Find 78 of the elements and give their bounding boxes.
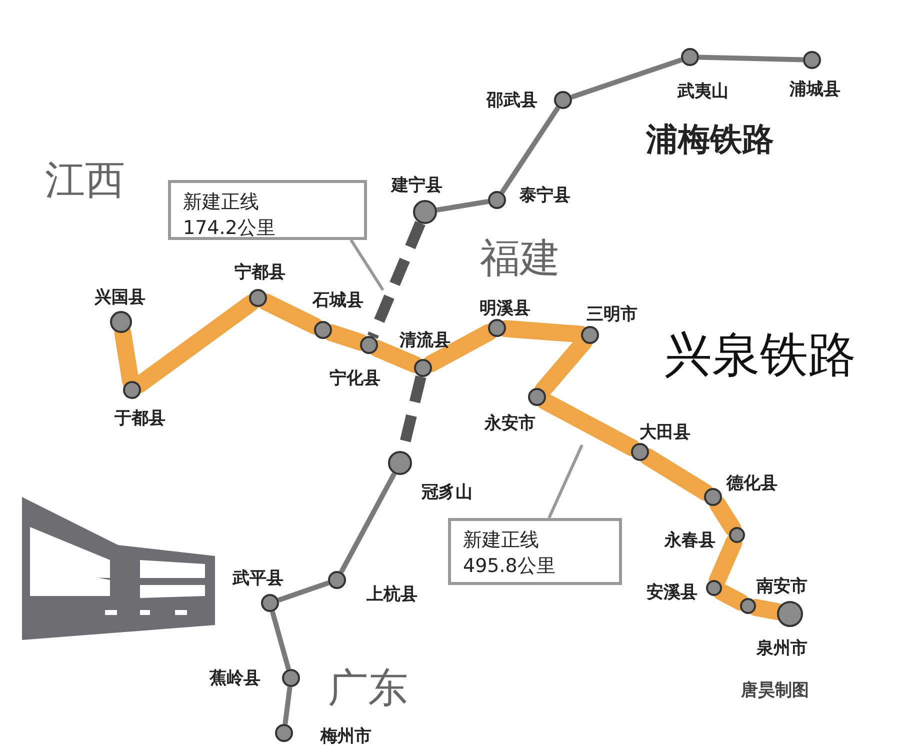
- station-label: 永春县: [664, 530, 716, 552]
- station-label: 清流县: [400, 330, 450, 352]
- station-label: 武平县: [232, 568, 284, 590]
- station-dot: [413, 200, 437, 224]
- railway-line: [368, 340, 424, 373]
- station-dot: [110, 311, 132, 333]
- leader-line: [350, 239, 384, 291]
- railway-line: [258, 293, 324, 335]
- station-label: 兴国县: [94, 286, 146, 308]
- station-dot: [803, 51, 821, 69]
- railway-line: [323, 324, 369, 351]
- station-label: 于都县: [114, 408, 166, 430]
- credit-text: 唐昊制图: [741, 680, 809, 702]
- railway-name: 兴泉铁路: [664, 326, 856, 385]
- station-dot: [275, 724, 293, 742]
- railway-line: [436, 199, 489, 212]
- callout-text: 新建正线: [463, 528, 540, 553]
- station-dot: [729, 527, 745, 543]
- station-dot: [681, 48, 699, 66]
- new-railway-line: [367, 220, 426, 339]
- leader-line: [548, 444, 584, 519]
- station-label: 邵武县: [486, 90, 538, 112]
- station-label: 南安市: [756, 576, 808, 598]
- railway-line: [712, 583, 750, 611]
- station-dot: [777, 601, 803, 627]
- station-label: 永安市: [484, 412, 536, 434]
- station-label: 宁化县: [330, 368, 380, 390]
- station-dot: [581, 326, 599, 344]
- station-label: 三明市: [586, 304, 638, 326]
- callout-text: 495.8公里: [463, 554, 556, 579]
- station-label: 大田县: [640, 422, 690, 444]
- province-name: 江西: [45, 156, 125, 206]
- railway-line: [570, 58, 682, 100]
- railway-line: [709, 496, 742, 537]
- station-label: 宁都县: [234, 262, 286, 284]
- station-dot: [706, 580, 722, 596]
- station-label: 浦城县: [790, 78, 840, 100]
- station-label: 蕉岭县: [210, 668, 260, 690]
- province-name: 广东: [328, 664, 408, 714]
- station-dot: [249, 289, 267, 307]
- railway-line: [639, 448, 714, 501]
- province-name: 福建: [480, 234, 560, 284]
- station-label: 明溪县: [480, 298, 530, 320]
- station-label: 武夷山: [678, 80, 728, 102]
- station-label: 石城县: [312, 290, 364, 312]
- railway-line: [339, 472, 397, 574]
- station-dot: [488, 191, 506, 209]
- railway-line: [270, 611, 291, 670]
- station-dot: [554, 91, 572, 109]
- station-dot: [328, 571, 346, 589]
- station-label: 德化县: [726, 472, 778, 494]
- station-dot: [388, 451, 412, 475]
- station-label: 泰宁县: [520, 184, 570, 206]
- station-label: 梅州市: [320, 726, 372, 748]
- railway-line: [422, 324, 498, 372]
- callout-text: 174.2公里: [183, 216, 276, 241]
- callout-box: [448, 518, 622, 585]
- station-label: 冠豸山: [422, 482, 472, 504]
- station-dot: [314, 321, 332, 339]
- station-label: 上杭县: [366, 584, 418, 606]
- station-dot: [488, 319, 506, 337]
- station-dot: [282, 669, 300, 687]
- station-dot: [261, 594, 279, 612]
- railway-line: [698, 54, 804, 62]
- railway-line: [500, 106, 560, 194]
- callout-text: 新建正线: [183, 190, 260, 215]
- station-label: 安溪县: [646, 582, 698, 604]
- railway-line: [536, 392, 641, 456]
- station-dot: [704, 488, 722, 506]
- callout-box: [168, 180, 367, 240]
- railway-line: [278, 580, 330, 602]
- station-dot: [123, 381, 141, 399]
- station-label: 建宁县: [392, 174, 442, 196]
- railway-name: 浦梅铁路: [646, 119, 774, 160]
- railway-line: [282, 686, 292, 724]
- station-dot: [528, 388, 546, 406]
- station-dot: [631, 443, 649, 461]
- station-label: 泉州市: [756, 638, 808, 660]
